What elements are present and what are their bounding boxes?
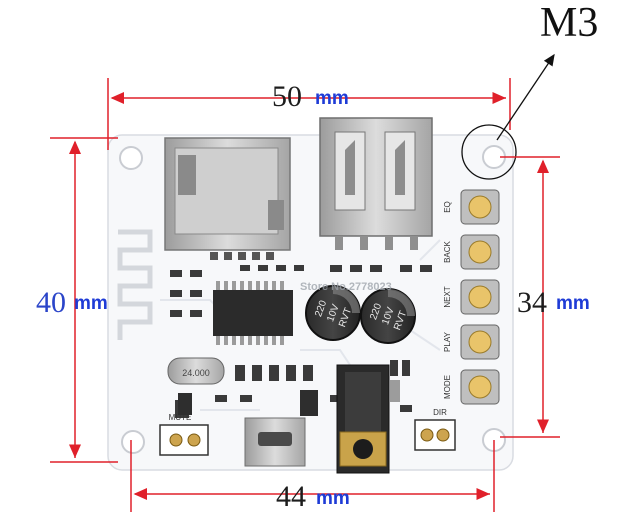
tactile-button-mode: MODE	[443, 369, 500, 405]
crystal-label: 24.000	[182, 368, 210, 378]
top-width-unit: mm	[315, 88, 349, 109]
sd-card-slot	[164, 137, 291, 260]
pcb-antenna	[117, 229, 153, 340]
dimension-lines	[50, 78, 560, 512]
small-ics	[178, 390, 318, 416]
m3-leader-arrow	[496, 53, 555, 141]
tactile-button-next: NEXT	[443, 279, 500, 315]
micro-usb-port	[244, 417, 306, 467]
m3-hole-label: M3	[540, 0, 599, 46]
bottom-width-unit: mm	[316, 488, 350, 509]
right-height-value: 34	[517, 286, 547, 319]
mounting-hole-top-left	[119, 146, 143, 170]
tactile-buttons: EQ BACK NEXT PLAY MODE	[443, 189, 500, 405]
audio-jack	[336, 364, 400, 474]
button-label-play: PLAY	[443, 331, 452, 352]
button-label-next: NEXT	[443, 286, 452, 307]
usb-port	[319, 117, 433, 250]
button-label-back: BACK	[443, 240, 452, 262]
top-width-value: 50	[272, 80, 302, 113]
speaker-pad-right	[414, 419, 456, 451]
silk-mute: MUTE	[169, 413, 192, 422]
tactile-button-back: BACK	[443, 234, 500, 270]
left-height-unit: mm	[74, 293, 108, 314]
tactile-button-eq: EQ	[443, 189, 500, 225]
crystal-oscillator: 24.000	[167, 357, 225, 385]
speaker-pad-left	[159, 424, 209, 456]
capacitor-right: 220 10V RVT	[360, 288, 416, 344]
tactile-button-play: PLAY	[443, 324, 500, 360]
button-label-eq: EQ	[443, 201, 452, 213]
right-height-unit: mm	[556, 293, 590, 314]
capacitor-left: 220 10V RVT	[305, 285, 361, 341]
bluetooth-chip	[213, 281, 293, 345]
mounting-hole-bottom-left	[121, 430, 145, 454]
bottom-width-value: 44	[276, 480, 306, 513]
left-height-value: 40	[36, 286, 66, 319]
button-label-mode: MODE	[443, 375, 452, 399]
store-watermark: Store No.2778023	[300, 281, 392, 293]
silk-dir: DIR	[433, 408, 447, 417]
